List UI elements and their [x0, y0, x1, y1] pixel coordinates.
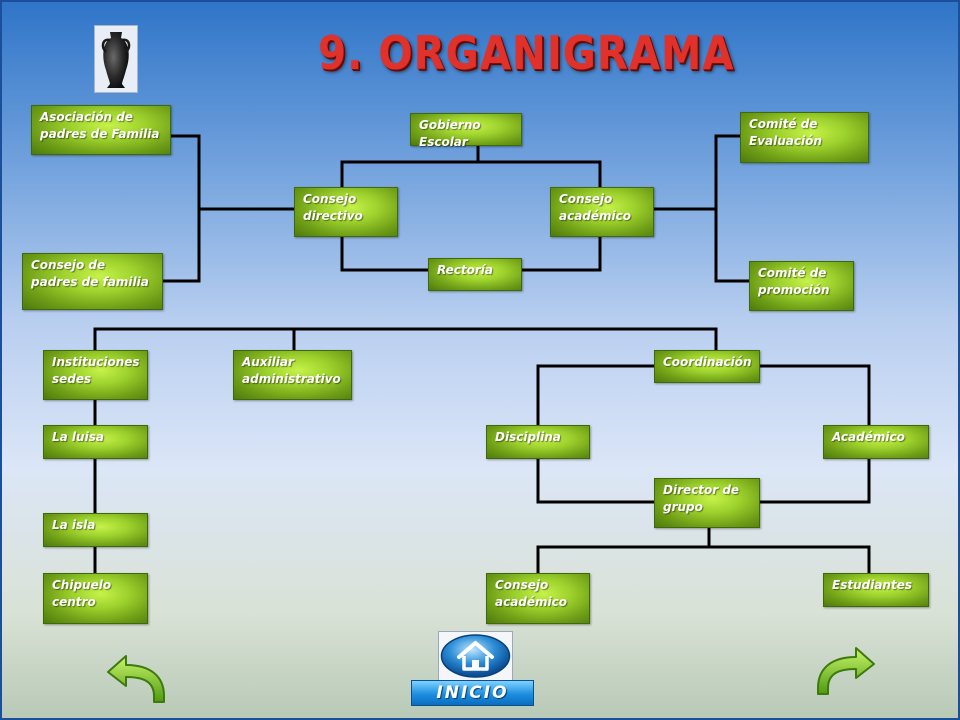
- page-title: 9. ORGANIGRAMA: [318, 26, 735, 80]
- node-comite-promocion: Comité de promoción: [749, 261, 854, 311]
- home-button[interactable]: [438, 631, 513, 681]
- node-consejo-academico: Consejo académico: [550, 187, 654, 237]
- node-consejo-directivo: Consejo directivo: [294, 187, 398, 237]
- node-disciplina: Disciplina: [486, 425, 590, 459]
- node-chipuelo-centro: Chipuelo centro: [43, 573, 148, 624]
- node-comite-evaluacion: Comité de Evaluación: [740, 112, 869, 163]
- node-consejo-academico-2: Consejo académico: [486, 573, 590, 624]
- node-academico: Académico: [823, 425, 929, 459]
- node-rectoria: Rectoría: [428, 258, 522, 291]
- node-instituciones-sedes: Instituciones sedes: [43, 350, 148, 400]
- back-arrow-icon[interactable]: [104, 654, 170, 710]
- node-consejo-padres: Consejo de padres de familia: [22, 253, 163, 310]
- node-la-isla: La isla: [43, 513, 148, 547]
- node-asociacion-padres: Asociación de padres de Familia: [31, 105, 171, 155]
- node-director-grupo: Director de grupo: [654, 478, 760, 528]
- inicio-button[interactable]: INICIO: [411, 680, 534, 706]
- forward-arrow-icon[interactable]: [810, 646, 878, 702]
- node-la-luisa: La luisa: [43, 425, 148, 459]
- node-estudiantes: Estudiantes: [823, 573, 929, 607]
- node-coordinacion: Coordinación: [654, 350, 760, 383]
- node-auxiliar-administrativo: Auxiliar administrativo: [233, 350, 352, 400]
- house-icon: [440, 634, 511, 678]
- vase-logo: [94, 25, 138, 93]
- node-gobierno-escolar: Gobierno Escolar: [410, 113, 522, 149]
